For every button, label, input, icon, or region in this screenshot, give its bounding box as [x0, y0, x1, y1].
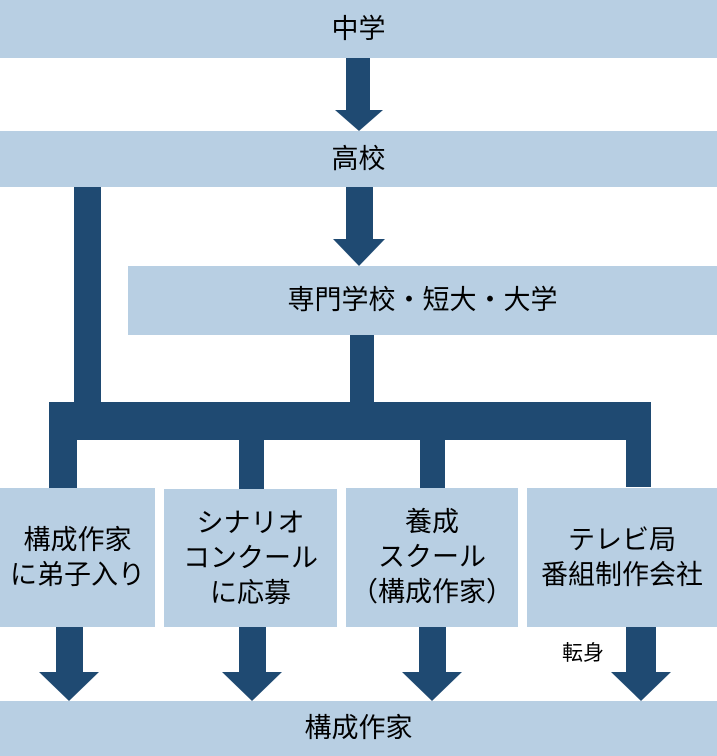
arrow-shaft-apprentice-to-goal	[56, 627, 83, 672]
node-middle-school-label: 中学	[331, 13, 386, 45]
node-path-tv: テレビ局 番組制作会社	[527, 488, 717, 627]
node-path-contest: シナリオ コンクール に応募	[164, 489, 337, 627]
branch-bar	[49, 402, 651, 440]
arrow-shaft-middle-to-high	[346, 58, 370, 110]
node-path-contest-label: シナリオ コンクール に応募	[183, 507, 318, 609]
arrow-shaft-contest-to-goal	[239, 627, 266, 672]
career-change-label: 転身	[562, 641, 604, 665]
node-path-apprentice-label: 構成作家 に弟子入り	[10, 524, 145, 591]
node-higher-education-label: 専門学校・短大・大学	[287, 285, 558, 316]
arrow-head-high-to-higher-ed	[333, 239, 385, 266]
arrow-shaft-school-to-goal	[419, 627, 446, 672]
arrow-head-school-to-goal	[402, 672, 462, 701]
node-path-apprentice: 構成作家 に弟子入り	[0, 488, 155, 627]
drop-to-tv	[626, 404, 651, 487]
node-path-tv-label: テレビ局 番組制作会社	[541, 524, 703, 591]
arrow-shaft-tv-to-goal	[626, 627, 656, 672]
arrow-head-apprentice-to-goal	[39, 672, 99, 701]
node-goal: 構成作家	[0, 701, 717, 756]
arrow-shaft-high-to-higher-ed	[346, 187, 373, 239]
node-path-school: 養成 スクール （構成作家）	[346, 488, 518, 627]
node-high-school-label: 高校	[331, 143, 386, 175]
node-goal-label: 構成作家	[304, 713, 413, 744]
node-middle-school: 中学	[0, 0, 717, 58]
node-path-school-label: 養成 スクール （構成作家）	[351, 507, 513, 608]
drop-to-apprentice	[49, 406, 77, 488]
drop-to-school	[420, 426, 445, 488]
node-higher-education: 専門学校・短大・大学	[128, 266, 717, 335]
connector-high-to-branch	[74, 187, 101, 403]
node-high-school: 高校	[0, 131, 717, 187]
drop-to-contest	[239, 428, 264, 490]
arrow-head-tv-to-goal	[611, 672, 671, 701]
arrow-head-contest-to-goal	[222, 672, 282, 701]
arrow-head-middle-to-high	[335, 110, 383, 131]
